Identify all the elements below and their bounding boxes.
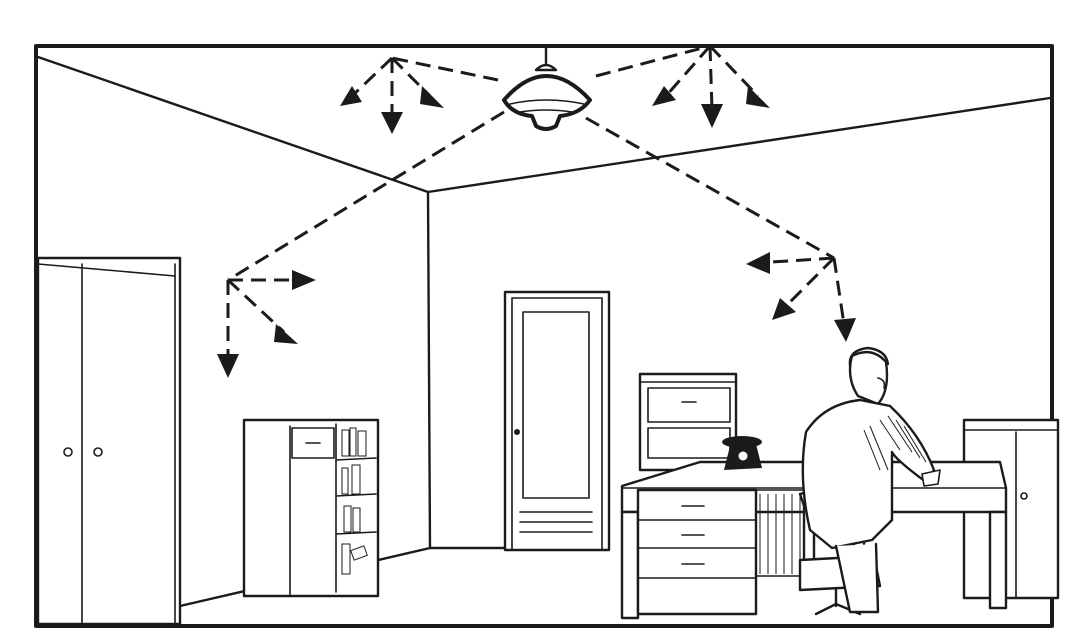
picture-frame: [34, 44, 1054, 628]
arrowhead: [340, 86, 362, 106]
arrowhead: [746, 252, 770, 274]
man-shading: [863, 415, 927, 471]
arrowhead: [420, 86, 444, 108]
arrowhead: [381, 112, 403, 134]
wardrobe: [36, 256, 182, 626]
arrowhead: [652, 86, 676, 106]
door: [503, 290, 611, 552]
arrowhead: [292, 270, 316, 290]
door-knob: [514, 429, 520, 435]
arrowhead: [701, 104, 723, 128]
telephone: [722, 436, 762, 470]
room-walls: [36, 55, 1052, 608]
books: [341, 427, 368, 575]
ceiling-lamp: [502, 44, 592, 131]
desk-modesty-panel: [759, 494, 801, 574]
wardrobe-handle-left: [63, 447, 73, 457]
light-rays: [217, 44, 856, 378]
seated-man: [801, 346, 941, 614]
filing-cabinet: [638, 372, 738, 472]
desk: [620, 460, 1008, 620]
side-cabinet: [962, 418, 1060, 600]
arrowhead: [834, 318, 856, 342]
bookcase: [242, 418, 380, 598]
arrowhead: [746, 86, 770, 108]
arrowhead: [772, 298, 796, 320]
arrowhead: [274, 324, 298, 344]
wardrobe-handle-right: [93, 447, 103, 457]
arrowhead: [217, 354, 239, 378]
